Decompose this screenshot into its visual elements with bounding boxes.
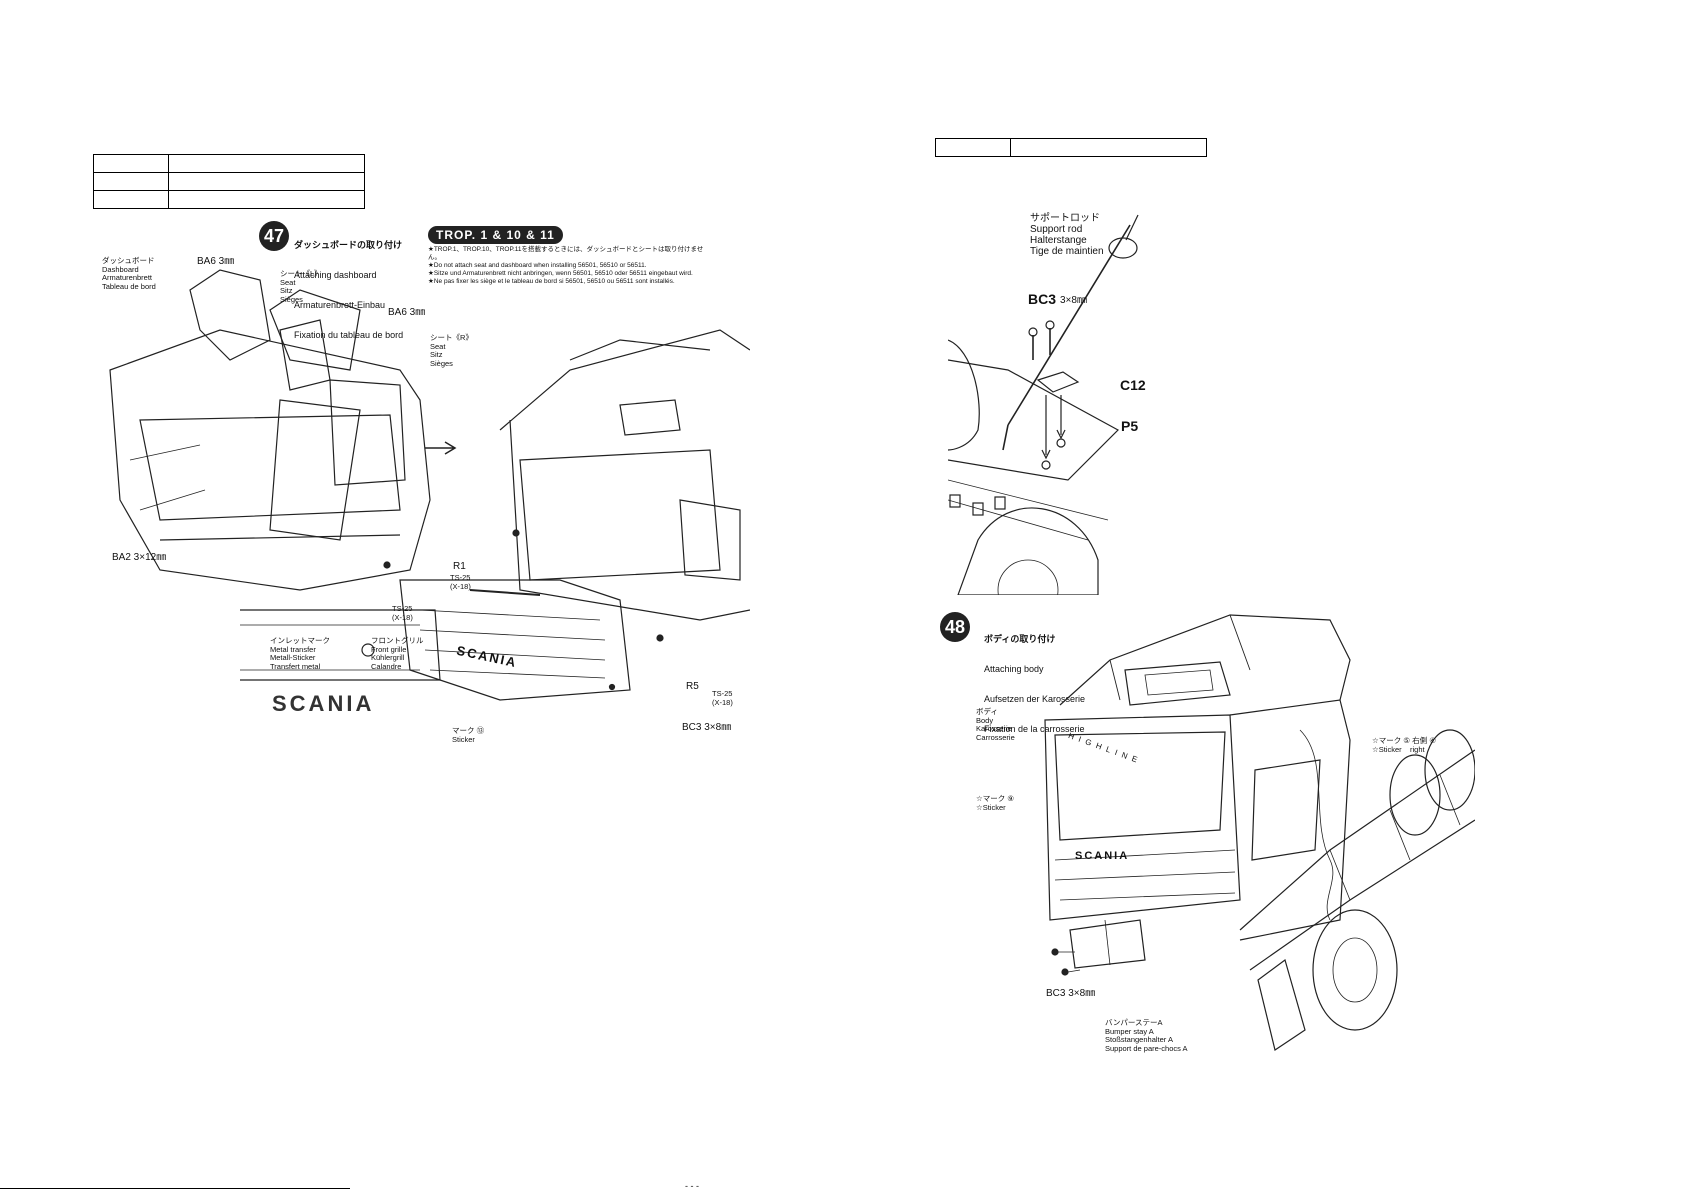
bumper-stay-label: バンパーステーA Bumper stay A Stoßstangenhalter… <box>1105 1018 1188 1053</box>
ba6-mid-label: BA6 3㎜ <box>388 307 426 318</box>
trop-notes: ★TROP.1、TROP.10、TROP.11を搭載するときには、ダッシュボード… <box>428 246 713 286</box>
trop-note-fr: ★Ne pas fixer les siège et le tableau de… <box>428 278 675 285</box>
table-row <box>93 172 365 191</box>
step-47-title-de: Armaturenbrett-Einbau <box>294 300 386 310</box>
step-48-title-en: Attaching body <box>984 664 1044 674</box>
step-48-title-fr: Fixation de la carrosserie <box>984 724 1085 734</box>
ts25-c-label: TS-25 (X-18) <box>712 689 733 707</box>
metal-transfer-label: インレットマーク Metal transfer Metall-Sticker T… <box>270 636 330 671</box>
trop-badge: TROP. 1 & 10 & 11 <box>428 226 563 244</box>
bc3-rod-size: 3×8㎜ <box>1060 295 1087 306</box>
bc3-rod-label: BC3 <box>1028 291 1057 307</box>
bottom-rule <box>0 1188 350 1189</box>
step-48-title: ボディの取り付け Attaching body Aufsetzen der Ka… <box>984 614 1085 744</box>
sticker-right-label: ☆マーク ⑤ 右側 ④ ☆Sticker right <box>1372 736 1436 754</box>
step-47-title-en: Attaching dashboard <box>294 270 377 280</box>
step-48-illustration <box>1030 600 1475 1075</box>
page-marks: - - - <box>685 1181 699 1191</box>
p5-label: P5 <box>1121 418 1139 434</box>
support-rod-label: サポートロッド Support rod Halterstange Tige de… <box>1030 213 1104 257</box>
scania-metal-mark: SCANIA <box>272 691 375 716</box>
sticker-13-label: マーク ⑬ Sticker <box>452 726 485 744</box>
seat-l-label: シート《L》 Seat Sitz Sièges <box>280 269 322 304</box>
c12-label: C12 <box>1120 377 1146 393</box>
bc3-48-label: BC3 3×8㎜ <box>1046 988 1096 999</box>
seat-r-label: シート《R》 Seat Sitz Sièges <box>430 333 473 368</box>
step-48-title-ja: ボディの取り付け <box>984 634 1056 644</box>
trop-note-en: ★Do not attach seat and dashboard when i… <box>428 262 647 269</box>
step-48-number: 48 <box>940 612 970 642</box>
step-47-number: 47 <box>259 221 289 251</box>
step-47-title-ja: ダッシュボードの取り付け <box>294 240 403 250</box>
table-row <box>935 138 1207 157</box>
table-row <box>93 154 365 173</box>
body-label: ボディ Body Karosserie Carrosserie <box>976 707 1015 742</box>
trop-note-de: ★Sitze und Armaturenbrett nicht anbringe… <box>428 270 693 277</box>
bc3-47-label: BC3 3×8㎜ <box>682 722 732 733</box>
r5-label: R5 <box>686 681 699 692</box>
ba2-label: BA2 3×12㎜ <box>112 552 167 563</box>
ba6-top-label: BA6 3㎜ <box>197 256 235 267</box>
dashboard-label: ダッシュボード Dashboard Armaturenbrett Tableau… <box>102 256 156 291</box>
scania-body-mark: SCANIA <box>1075 850 1130 862</box>
step-47-illustration <box>100 250 750 760</box>
left-empty-table <box>93 154 365 209</box>
ts25-a-label: TS-25 (X-18) <box>450 573 471 591</box>
front-grille-label: フロントグリル Front grille Kühlergrill Calandr… <box>371 636 424 671</box>
ts25-b-label: TS-25 (X-18) <box>392 604 413 622</box>
trop-note-ja: ★TROP.1、TROP.10、TROP.11を搭載するときには、ダッシュボード… <box>428 246 704 261</box>
sticker-9-label: ☆マーク ⑨ ☆Sticker <box>976 794 1015 812</box>
right-empty-table <box>935 138 1207 157</box>
support-rod-illustration <box>948 200 1178 595</box>
table-row <box>93 190 365 209</box>
step-48-title-de: Aufsetzen der Karosserie <box>984 694 1086 704</box>
r1-label: R1 <box>453 561 466 572</box>
